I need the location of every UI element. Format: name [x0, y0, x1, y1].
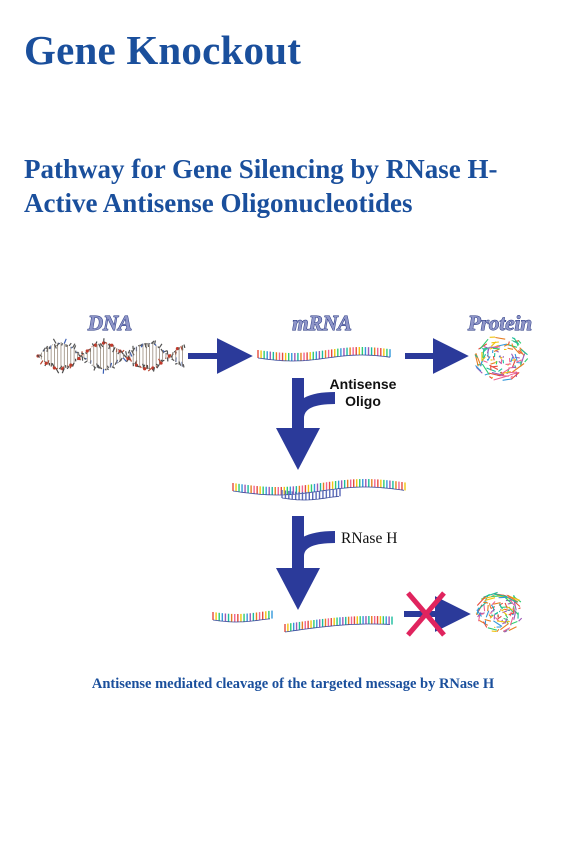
cleaved-mrna-fragments [212, 610, 393, 633]
dna-molecule-image [36, 338, 186, 374]
mrna-antisense-duplex [232, 479, 406, 501]
blocked-cross-icon [406, 591, 446, 637]
mrna-strand [257, 347, 391, 362]
antisense-label-line1: Antisense [330, 376, 397, 392]
antisense-label-line2: Oligo [345, 393, 381, 409]
rnase-label: RNase H [341, 530, 397, 547]
figure-caption: Antisense mediated cleavage of the targe… [91, 676, 495, 692]
page-title: Gene Knockout [24, 27, 302, 73]
antisense-binding-arrow [276, 378, 336, 470]
rnase-cleavage-arrow [276, 516, 336, 610]
protein-molecule-image-blocked [475, 591, 523, 633]
mrna-label: mRNA [292, 311, 352, 335]
protein-molecule-image [474, 336, 529, 381]
protein-label: Protein [467, 311, 532, 335]
dna-label: DNA [87, 311, 132, 335]
page-subtitle: Pathway for Gene Silencing by RNase H-Ac… [24, 154, 498, 218]
